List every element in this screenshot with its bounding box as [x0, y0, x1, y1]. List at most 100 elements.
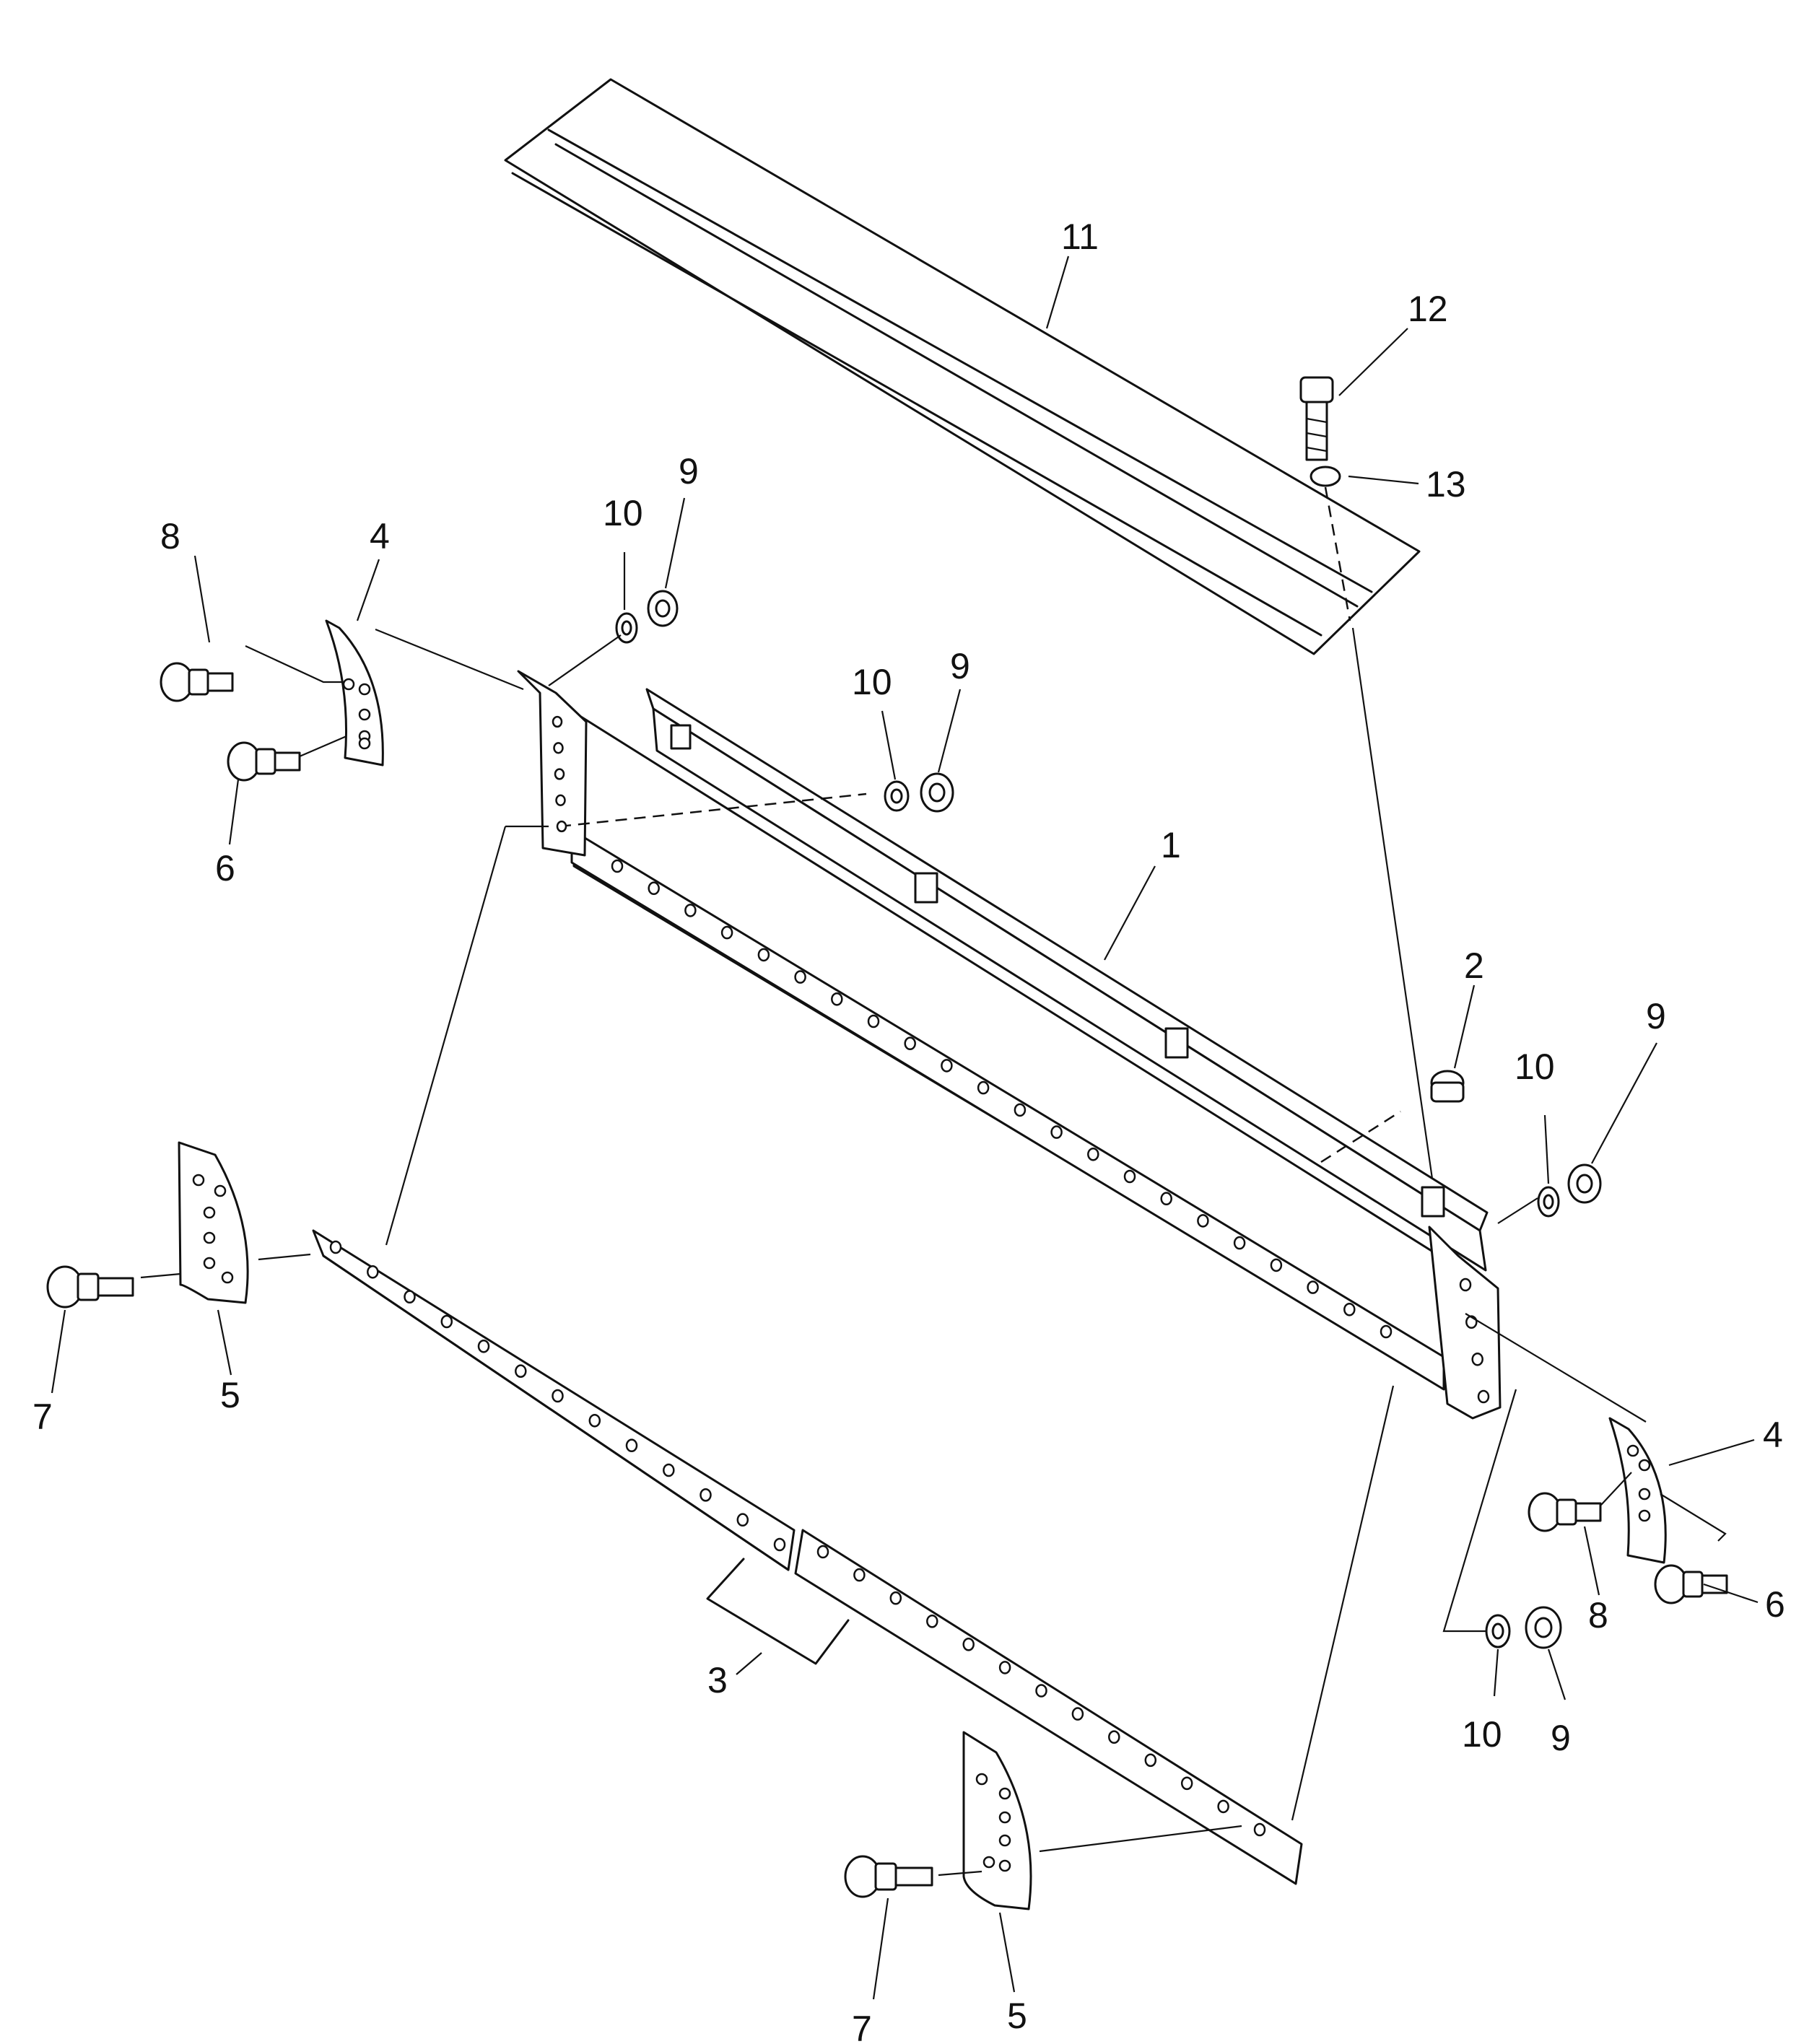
callout-10-c: 10	[1515, 1047, 1555, 1087]
bolt-hole	[1253, 1822, 1266, 1837]
part-10-washer-c	[1537, 1186, 1560, 1218]
part-11-cover-plate	[504, 78, 1421, 655]
bolt-hole	[554, 768, 565, 780]
callout-9-b: 9	[950, 646, 970, 686]
bolt-hole	[1071, 1707, 1084, 1721]
bolt-hole	[1014, 1103, 1027, 1117]
bolt-hole	[477, 1340, 490, 1353]
part-7-bolt-left	[46, 1265, 134, 1309]
bolt-hole	[404, 1290, 416, 1303]
callout-7-right: 7	[852, 2009, 872, 2044]
part-10-washer-a	[615, 612, 638, 644]
bolt-hole	[556, 820, 567, 833]
bolt-hole	[648, 881, 660, 895]
bolt-hole	[552, 1389, 564, 1403]
bolt-hole	[1144, 1753, 1157, 1768]
callout-9-d: 9	[1551, 1718, 1571, 1758]
bolt-hole	[889, 1591, 902, 1605]
part-9-nut-c	[1567, 1163, 1602, 1204]
bolt-hole	[1035, 1684, 1047, 1698]
bolt-hole	[515, 1364, 527, 1378]
bolt-hole	[1160, 1192, 1172, 1205]
bolt-hole	[1123, 1169, 1136, 1184]
part-5-end-bit-left	[178, 1141, 249, 1304]
bolt-hole	[998, 1661, 1011, 1674]
bolt-hole	[1343, 1303, 1356, 1316]
bolt-hole	[941, 1059, 953, 1073]
edge-holes	[329, 1240, 1266, 1837]
bolt-hole	[329, 1240, 342, 1254]
part-4-end-bit-right	[1608, 1417, 1667, 1564]
callout-6-left: 6	[215, 848, 235, 888]
bolt-hole	[663, 1463, 675, 1477]
bolt-hole	[977, 1080, 990, 1095]
part-12-bolt	[1299, 376, 1334, 461]
bolt-hole	[1050, 1125, 1063, 1139]
part-10-washer-d	[1485, 1614, 1511, 1648]
callout-4-left: 4	[370, 516, 390, 556]
bolt-hole	[1270, 1258, 1283, 1272]
callout-11: 11	[1061, 217, 1099, 257]
callout-6-right: 6	[1765, 1584, 1785, 1625]
bolt-hole	[1217, 1799, 1229, 1814]
bolt-hole	[1180, 1776, 1193, 1791]
callout-10-d: 10	[1462, 1714, 1502, 1755]
part-1-blade	[517, 670, 1502, 1420]
callout-12: 12	[1408, 289, 1448, 329]
bolt-hole	[757, 948, 770, 962]
bolt-hole	[904, 1036, 916, 1050]
callout-9-c: 9	[1646, 996, 1666, 1036]
bolt-hole	[867, 1014, 880, 1028]
bolt-hole	[553, 742, 564, 754]
bolt-hole	[611, 859, 624, 873]
bolt-hole	[1307, 1280, 1319, 1294]
callout-10-a: 10	[603, 493, 643, 533]
callout-8-right: 8	[1588, 1595, 1608, 1635]
callout-8-left: 8	[160, 516, 180, 556]
part-4-end-bit-left	[325, 619, 384, 766]
part-5-end-bit-right	[962, 1731, 1032, 1910]
part-6-bolt-right	[1654, 1564, 1728, 1604]
bolt-hole	[720, 925, 733, 940]
bolt-hole	[962, 1638, 975, 1651]
part-8-bolt-right	[1528, 1492, 1602, 1532]
bolt-hole	[588, 1414, 601, 1428]
callout-2: 2	[1464, 945, 1484, 986]
bolt-hole	[853, 1568, 866, 1582]
bolt-hole	[1471, 1353, 1483, 1366]
bolt-hole	[1459, 1278, 1472, 1292]
bolt-hole	[552, 715, 563, 728]
bolt-hole	[794, 970, 806, 984]
part-7-bolt-right	[844, 1855, 933, 1898]
callout-9-a: 9	[679, 451, 699, 492]
bolt-hole	[700, 1488, 712, 1502]
bolt-hole	[926, 1615, 938, 1628]
callout-3: 3	[707, 1660, 728, 1700]
part-8-bolt-left	[160, 662, 234, 702]
bolt-hole	[367, 1265, 379, 1279]
bolt-hole	[625, 1438, 638, 1452]
bolt-hole	[816, 1545, 829, 1559]
callout-5-right: 5	[1007, 1996, 1027, 2036]
bolt-hole	[773, 1537, 786, 1552]
bolt-hole	[555, 794, 566, 806]
bolt-hole	[1197, 1214, 1209, 1228]
bolt-hole	[831, 992, 843, 1006]
bolt-hole	[440, 1314, 453, 1329]
part-6-bolt-left	[227, 741, 301, 782]
bolt-hole	[1087, 1148, 1099, 1161]
part-10-washer-b	[884, 780, 910, 812]
blade-holes	[552, 715, 1490, 1404]
callout-5-left: 5	[220, 1375, 240, 1415]
bolt-hole	[1108, 1730, 1120, 1744]
bolt-hole	[1380, 1324, 1393, 1339]
callout-10-b: 10	[852, 662, 892, 702]
leader-lines	[51, 256, 1759, 2000]
callout-13: 13	[1426, 464, 1466, 505]
bolt-hole	[736, 1513, 749, 1527]
callout-1: 1	[1161, 825, 1181, 865]
part-9-nut-a	[647, 590, 679, 627]
part-3-cutting-edge	[312, 1229, 1303, 1885]
callout-labels: 1 2 3 4 4 5 5 6 6 7 7 8 8 9 9 9 9 10 10 …	[32, 217, 1785, 2044]
